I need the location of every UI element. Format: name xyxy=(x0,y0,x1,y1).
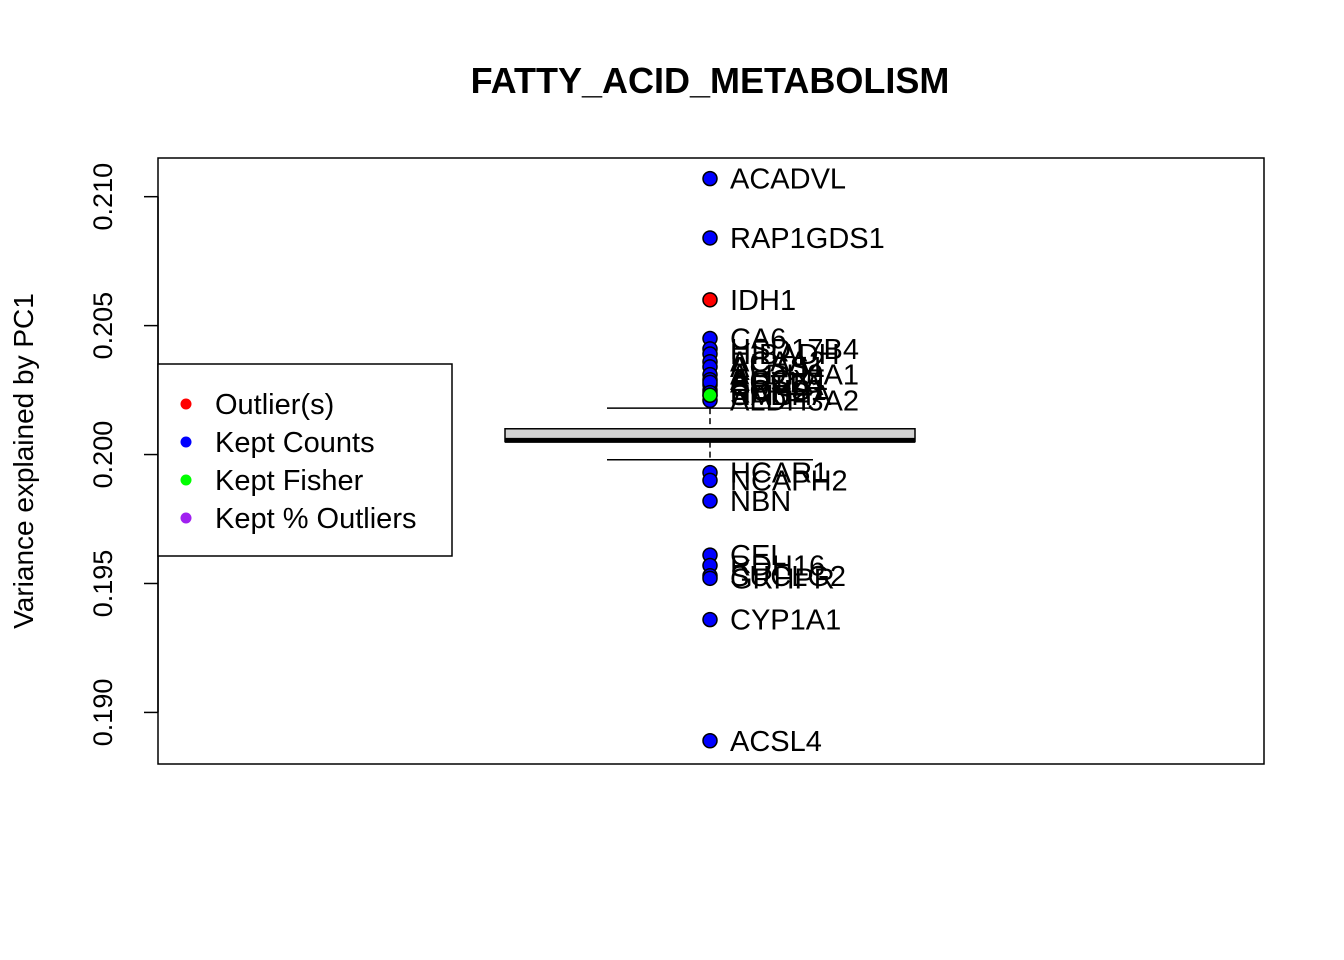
legend-label: Outlier(s) xyxy=(215,389,334,421)
data-point-label: RAP1GDS1 xyxy=(730,223,885,255)
data-point-label: CPT1A xyxy=(730,370,824,402)
data-point-label: GRHPR xyxy=(730,563,835,595)
data-point-label: ALDH9A1 xyxy=(730,360,859,392)
data-point xyxy=(702,387,718,403)
data-point-label: IDH1 xyxy=(730,285,796,317)
data-point xyxy=(702,493,718,509)
legend-box xyxy=(157,363,453,557)
data-point xyxy=(702,611,718,628)
data-point-label: HADHA xyxy=(730,380,832,412)
legend-marker xyxy=(180,398,192,410)
y-tick-label: 0.195 xyxy=(88,550,118,618)
data-point xyxy=(702,570,718,587)
data-point-label: CA6 xyxy=(730,324,786,356)
y-tick-label: 0.200 xyxy=(88,421,118,489)
y-tick-label: 0.210 xyxy=(88,163,118,231)
data-point xyxy=(702,292,718,308)
legend-marker xyxy=(180,512,192,524)
data-point-label: SMS xyxy=(730,380,793,412)
data-point-label: NBN xyxy=(730,486,791,518)
data-point-label: SUCLG2 xyxy=(730,561,846,593)
data-point-label: HSD17B4 xyxy=(730,334,859,366)
y-axis: 0.190 0.195 0.200 0.205 0.210 xyxy=(88,163,159,747)
data-point-label: ACSS1 xyxy=(730,352,825,384)
data-point xyxy=(702,170,718,187)
data-point-label: RDH16 xyxy=(730,550,825,582)
data-point xyxy=(702,733,718,749)
data-point-label: HCAR1 xyxy=(730,458,828,490)
data-point xyxy=(702,472,718,489)
data-point-label: NCAPH2 xyxy=(730,465,848,497)
legend-label: Kept % Outliers xyxy=(215,503,416,535)
legend-marker xyxy=(180,474,192,486)
data-point-label: ACAA2 xyxy=(730,347,825,379)
legend-label: Kept Counts xyxy=(215,427,375,459)
data-point xyxy=(702,230,718,246)
chart-title: FATTY_ACID_METABOLISM xyxy=(471,60,950,101)
data-point-label: ACSL5 xyxy=(730,367,822,399)
data-point-label: ACOX1 xyxy=(730,365,828,397)
data-point-label: RDH2 xyxy=(730,378,809,410)
legend-marker xyxy=(180,436,192,448)
data-point-label: ACADVL xyxy=(730,164,846,196)
data-points: ACADVLRAP1GDS1IDH1CA6HSD17B4HIBADHACAA2A… xyxy=(702,164,885,758)
data-point-label: CEL xyxy=(730,540,786,572)
boxplot xyxy=(504,407,916,461)
data-point-label: ALDH3A2 xyxy=(730,385,859,417)
y-axis-label: Variance explained by PC1 xyxy=(8,293,39,629)
y-tick-label: 0.205 xyxy=(88,292,118,360)
data-point-label: CYP1A1 xyxy=(730,605,841,637)
data-point-label: ECHS1 xyxy=(730,375,827,407)
y-tick-label: 0.190 xyxy=(88,679,118,747)
data-point-label: HIBADH xyxy=(730,339,840,371)
data-point-label: ACSL4 xyxy=(730,726,822,758)
legend-label: Kept Fisher xyxy=(215,465,364,497)
